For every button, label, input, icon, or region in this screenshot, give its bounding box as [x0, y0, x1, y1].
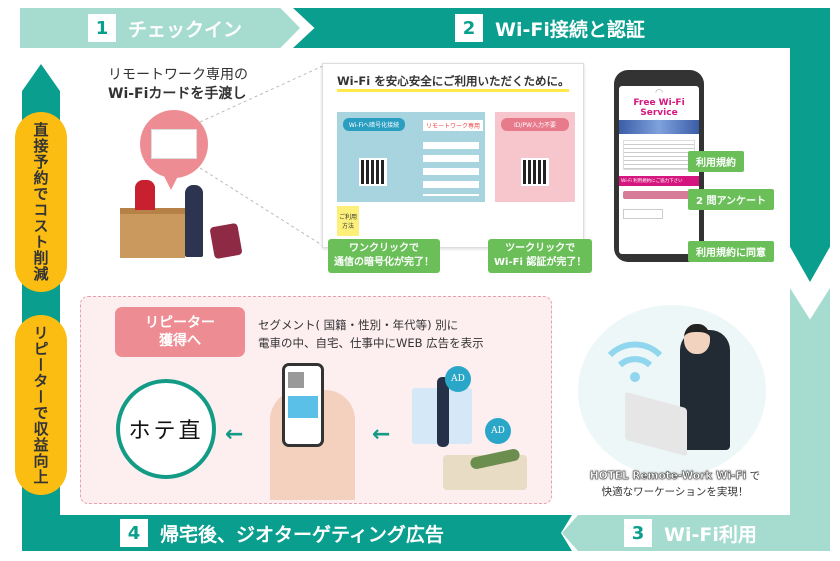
front-desk-illustration — [120, 208, 185, 258]
tag-two-click-line1: ツークリックで — [505, 243, 576, 254]
card-bubble-icon — [140, 110, 208, 178]
repeater-badge-line2: 獲得へ — [159, 333, 201, 349]
callout-terms: 利用規約 — [688, 151, 744, 172]
callout-agree: 利用規約に同意 — [688, 241, 774, 262]
step-1-banner: 1 チェックイン — [20, 8, 300, 48]
step-4-label: 帰宅後、ジオターゲティング広告 — [160, 523, 444, 546]
step-4-number: 4 — [120, 519, 148, 547]
qr-code-right — [521, 158, 549, 186]
ad-label-2: AD — [491, 426, 505, 436]
step-1-number: 1 — [88, 14, 116, 42]
step-4-banner: 4 帰宅後、ジオターゲティング広告 — [22, 515, 572, 551]
ad-phone-icon — [282, 363, 324, 447]
repeater-badge: リピーター 獲得へ — [115, 307, 245, 357]
arrow-left-icon-2: ← — [372, 422, 391, 447]
checkin-caption: リモートワーク専用の Wi-Fiカードを手渡し — [108, 66, 248, 104]
pill-cost-reduction: 直接予約でコスト削減 — [15, 112, 67, 292]
card-title: Wi-Fi を安心安全にご利用いただくために。 — [337, 73, 570, 92]
repeater-badge-line1: リピーター — [145, 315, 215, 331]
right-teal-arrow — [790, 47, 830, 282]
tag-one-click-line1: ワンクリックで — [349, 243, 419, 254]
phone-hero-image — [619, 120, 699, 134]
wifi-use-caption: HOTEL Remote-Work Wi-Fi で 快適なワーケーションを実現！ — [575, 468, 775, 500]
pill-revenue-up: リピーターで収益向上 — [15, 315, 67, 495]
tag-one-click: ワンクリックで 通信の暗号化が完了！ — [328, 239, 440, 273]
card-mid-label: リモートワーク専用 — [423, 120, 484, 131]
repeater-desc-line2: 電車の中、自宅、仕事中にWEB 広告を表示 — [258, 336, 484, 350]
tag-two-click: ツークリックで Wi-Fi 認証が完了！ — [488, 239, 593, 273]
step-2-label: Wi-Fi接続と認証 — [495, 18, 645, 41]
wifi-icon — [607, 341, 663, 382]
ad-bubble-1: AD — [445, 366, 471, 392]
step-1-label: チェックイン — [128, 18, 243, 41]
wifi-brand-suffix: で — [746, 470, 761, 482]
bubble-tail — [163, 174, 179, 190]
arrow-left-icon: ← — [225, 422, 244, 447]
card-right-panel: ID/PW入力不要 — [495, 112, 575, 202]
ad-label-1: AD — [451, 374, 465, 384]
step-3-number: 3 — [624, 519, 652, 547]
qr-code-left — [359, 158, 387, 186]
checkin-line1: リモートワーク専用の — [108, 67, 248, 83]
phone-service-title: Free Wi-Fi Service — [633, 98, 685, 118]
wifi-card: Wi-Fi を安心安全にご利用いただくために。 Wi-Fiへ暗号化接続 リモート… — [322, 63, 584, 248]
card-usage-label: ご利用方法 — [337, 206, 359, 236]
card-left-header: Wi-Fiへ暗号化接続 — [343, 118, 405, 131]
step-2-banner: 2 Wi-Fi接続と認証 — [293, 8, 830, 48]
right-mint-column — [790, 288, 830, 550]
checkin-line2: Wi-Fiカードを手渡し — [108, 86, 247, 102]
card-right-header: ID/PW入力不要 — [501, 118, 569, 131]
wifi-brand: HOTEL Remote-Work Wi-Fi — [589, 470, 747, 482]
hotechoku-logo: ホテ直 — [116, 379, 216, 479]
smartphone-mockup: ◠ Free Wi-Fi Service Wi-Fi 利用規約にご協力下さい — [614, 70, 704, 262]
commuter-icon — [437, 377, 449, 447]
repeater-desc-line1: セグメント( 国籍・性別・年代等) 別に — [258, 318, 459, 332]
businessman-head — [684, 324, 710, 354]
card-left-panel: Wi-Fiへ暗号化接続 リモートワーク専用 — [337, 112, 485, 202]
tag-two-click-line2: Wi-Fi 認証が完了！ — [494, 257, 587, 268]
callout-survey: 2 問アンケート — [688, 189, 775, 210]
wifi-use-line2: 快適なワーケーションを実現！ — [601, 486, 749, 498]
phone-band: Wi-Fi 利用規約にご協力下さい — [619, 176, 699, 186]
step-3-banner: 3 Wi-Fi利用 — [562, 515, 830, 551]
receptionist-icon — [135, 180, 155, 210]
guest-icon — [185, 185, 203, 257]
step-3-label: Wi-Fi利用 — [664, 523, 757, 546]
zoom-guide-lines — [200, 64, 326, 248]
step-2-number: 2 — [455, 14, 483, 42]
tag-one-click-line2: 通信の暗号化が完了！ — [334, 257, 434, 268]
logo-text: ホテ直 — [128, 419, 204, 444]
ad-bubble-2: AD — [485, 418, 511, 444]
wifi-signal-icon: ◠ — [655, 88, 663, 98]
repeater-description: セグメント( 国籍・性別・年代等) 別に 電車の中、自宅、仕事中にWEB 広告を… — [258, 316, 484, 352]
